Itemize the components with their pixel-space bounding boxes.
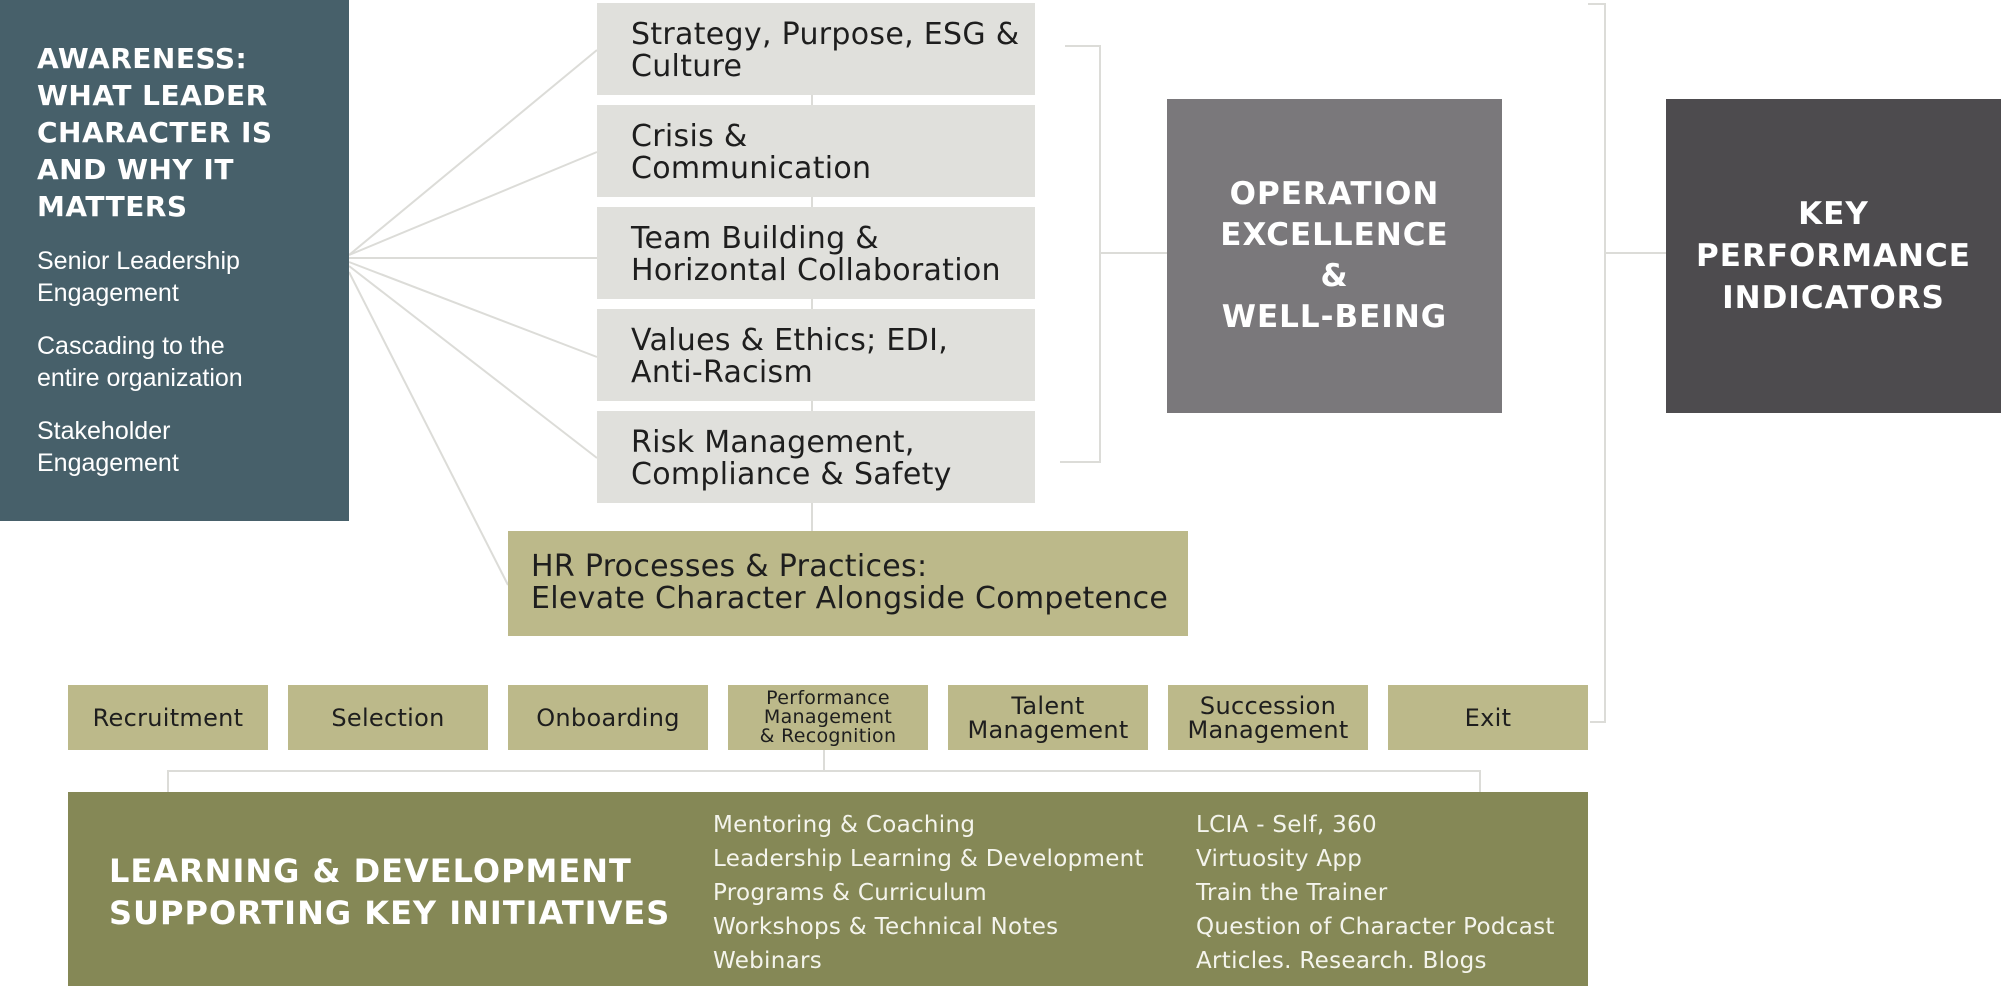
awareness-title-line: MATTERS — [37, 190, 188, 223]
learning-list-item: Webinars — [713, 948, 823, 974]
process-label: Performance — [766, 687, 890, 709]
process-exit: Exit — [1388, 685, 1588, 750]
awareness-title: AWARENESS: WHAT LEADER CHARACTER IS AND … — [37, 40, 319, 225]
topic-line: Communication — [631, 151, 872, 186]
topic-risk-management: Risk Management, Compliance & Safety — [597, 411, 1035, 503]
learning-list-item: Articles. Research. Blogs — [1196, 948, 1487, 974]
kpi-line: PERFORMANCE — [1696, 238, 1971, 274]
awareness-item-line: Cascading to the — [37, 332, 225, 360]
learning-list-item: LCIA - Self, 360 — [1196, 812, 1377, 838]
awareness-title-line: AND WHY IT — [37, 153, 234, 186]
process-label: Management — [1187, 715, 1349, 744]
process-label: Onboarding — [536, 703, 680, 732]
connector-awareness-risk — [348, 265, 598, 459]
operation-line: OPERATION — [1229, 176, 1440, 212]
topic-line: Values & Ethics; EDI, — [631, 323, 949, 358]
kpi-line: INDICATORS — [1722, 280, 1945, 316]
process-label: Talent — [1011, 691, 1085, 720]
awareness-panel: AWARENESS: WHAT LEADER CHARACTER IS AND … — [0, 0, 349, 521]
process-label: & Recognition — [759, 725, 897, 747]
awareness-title-line: WHAT LEADER — [37, 79, 268, 112]
process-recruitment: Recruitment — [68, 685, 268, 750]
hr-line: HR Processes & Practices: — [531, 549, 928, 584]
topic-line: Crisis & — [631, 119, 748, 154]
learning-list-item: Leadership Learning & Development — [713, 846, 1144, 872]
awareness-item-cascading: Cascading to the entire organization — [37, 330, 319, 394]
topic-line: Culture — [631, 49, 743, 84]
learning-title-line: SUPPORTING KEY INITIATIVES — [109, 894, 671, 932]
topic-line: Team Building & — [631, 221, 879, 256]
connector-process-ld — [167, 770, 1481, 792]
process-succession-management: Succession Management — [1168, 685, 1368, 750]
topic-line: Compliance & Safety — [631, 457, 952, 492]
kpi-line: KEY — [1798, 196, 1869, 232]
awareness-item-senior-leadership: Senior Leadership Engagement — [37, 245, 319, 309]
topic-line: Horizontal Collaboration — [631, 253, 1001, 288]
connector-topics-bracket — [1060, 45, 1101, 463]
process-selection: Selection — [288, 685, 488, 750]
operation-line: WELL-BEING — [1221, 299, 1448, 335]
process-onboarding: Onboarding — [508, 685, 708, 750]
topic-team-building: Team Building & Horizontal Collaboration — [597, 207, 1035, 299]
learning-list-item: Train the Trainer — [1196, 880, 1388, 906]
process-performance-management: Performance Management & Recognition — [728, 685, 928, 750]
process-talent-management: Talent Management — [948, 685, 1148, 750]
learning-title-line: LEARNING & DEVELOPMENT — [109, 852, 632, 890]
topic-crisis: Crisis & Communication — [597, 105, 1035, 197]
awareness-item-line: Engagement — [37, 449, 179, 477]
operation-line: & — [1320, 258, 1349, 294]
awareness-item-line: Stakeholder — [37, 417, 171, 445]
learning-list-item: Workshops & Technical Notes — [713, 914, 1059, 940]
process-label: Management — [967, 715, 1129, 744]
kpi-box: KEY PERFORMANCE INDICATORS — [1666, 99, 2001, 413]
learning-list-programs: Mentoring & Coaching Leadership Learning… — [713, 808, 1144, 978]
process-label: Exit — [1464, 703, 1512, 732]
hr-processes-box: HR Processes & Practices: Elevate Charac… — [508, 531, 1188, 636]
process-label: Selection — [331, 703, 445, 732]
topic-line: Risk Management, — [631, 425, 915, 460]
awareness-item-stakeholder: Stakeholder Engagement — [37, 415, 319, 479]
awareness-item-line: Engagement — [37, 279, 179, 307]
hr-line: Elevate Character Alongside Competence — [531, 581, 1169, 616]
awareness-item-line: entire organization — [37, 364, 243, 392]
topic-strategy: Strategy, Purpose, ESG & Culture — [597, 3, 1035, 95]
learning-list-item: Question of Character Podcast — [1196, 914, 1555, 940]
operation-line: EXCELLENCE — [1220, 217, 1449, 253]
operation-excellence-box: OPERATION EXCELLENCE & WELL-BEING — [1167, 99, 1502, 413]
connector-awareness-values — [348, 261, 598, 358]
connector-awareness-hr — [348, 271, 509, 586]
topic-line: Strategy, Purpose, ESG & — [631, 17, 1020, 52]
awareness-title-line: CHARACTER IS — [37, 116, 273, 149]
process-label: Succession — [1199, 691, 1337, 720]
process-label: Management — [763, 706, 893, 728]
learning-list-item: Programs & Curriculum — [713, 880, 988, 906]
learning-development-panel: LEARNING & DEVELOPMENT SUPPORTING KEY IN… — [68, 792, 1588, 986]
connector-kpi-bracket — [1588, 3, 1606, 723]
process-label: Recruitment — [92, 703, 244, 732]
learning-list-item: Mentoring & Coaching — [713, 812, 976, 838]
awareness-title-line: AWARENESS: — [37, 42, 248, 75]
learning-list-resources: LCIA - Self, 360 Virtuosity App Train th… — [1196, 808, 1555, 978]
awareness-item-line: Senior Leadership — [37, 247, 240, 275]
topic-line: Anti-Racism — [631, 355, 814, 390]
connector-awareness-strategy — [348, 49, 598, 256]
learning-title: LEARNING & DEVELOPMENT SUPPORTING KEY IN… — [109, 850, 670, 934]
connector-awareness-crisis — [348, 151, 598, 256]
learning-list-item: Virtuosity App — [1196, 846, 1363, 872]
topic-values-ethics: Values & Ethics; EDI, Anti-Racism — [597, 309, 1035, 401]
